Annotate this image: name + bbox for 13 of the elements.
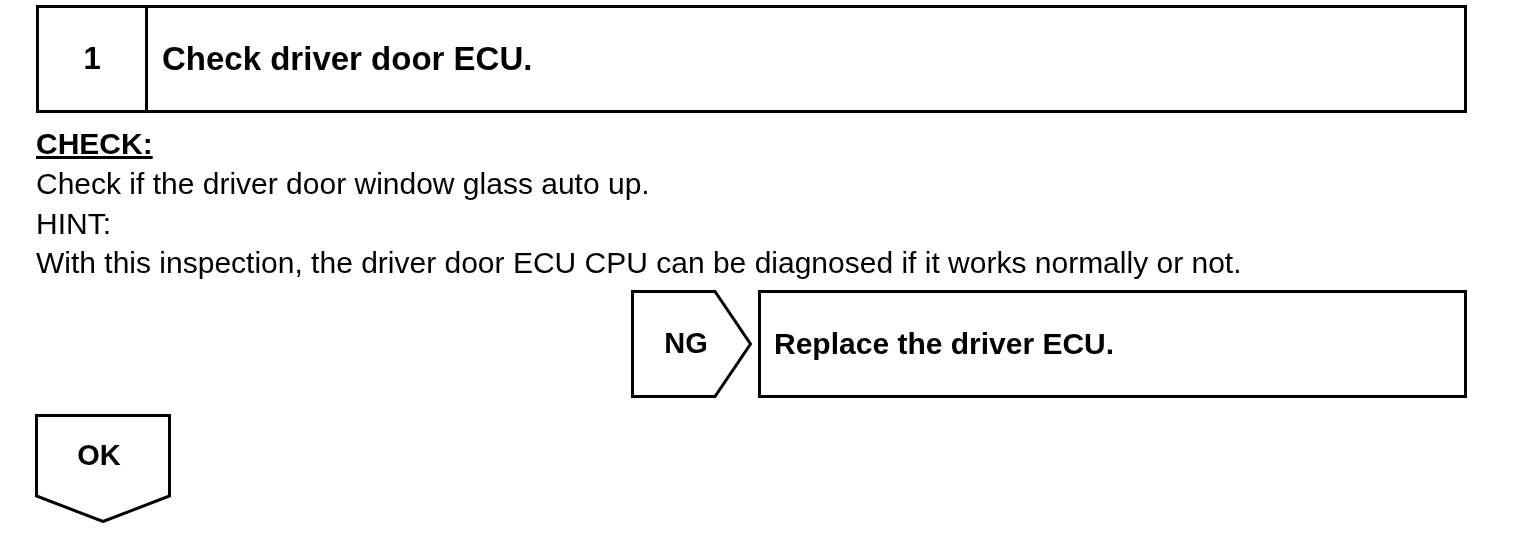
result-label: NG	[664, 326, 708, 360]
result-arrow-tag	[631, 290, 752, 398]
hint-text: With this inspection, the driver door ECU CPU can be diagnosed if it works normally or not.	[36, 245, 1242, 281]
hint-heading: HINT:	[36, 206, 111, 242]
step-title: Check driver door ECU.	[162, 40, 533, 78]
step-header-box	[36, 5, 1467, 113]
instruction-text: Check if the driver door window glass auto up.	[36, 166, 650, 202]
result-arrow-tag	[35, 414, 171, 523]
section-heading: CHECK:	[36, 126, 153, 162]
action-text: Replace the driver ECU.	[774, 327, 1115, 361]
step-number: 1	[83, 41, 101, 77]
result-label: OK	[77, 438, 121, 472]
action-box	[758, 290, 1467, 398]
